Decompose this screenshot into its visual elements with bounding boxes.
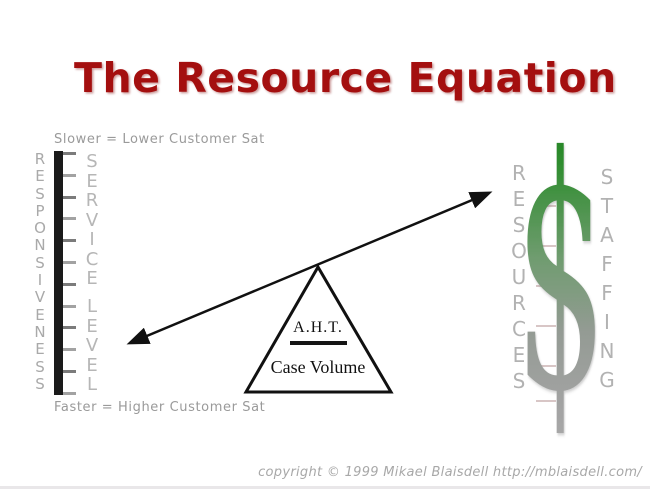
ruler-bar	[54, 151, 63, 395]
aht-label: A.H.T.	[293, 319, 343, 336]
copyright-text: copyright © 1999 Mikael Blaisdell http:/…	[258, 465, 642, 480]
bottom-edge-strip	[0, 486, 650, 489]
right-faint-ticks	[536, 205, 556, 402]
label-faster-higher-sat: Faster = Higher Customer Sat	[54, 400, 266, 415]
lever-arrow	[126, 191, 493, 345]
case-volume-label: Case Volume	[270, 357, 366, 377]
dollar-sign-icon: $	[515, 89, 607, 462]
fraction-bar	[290, 341, 347, 345]
label-slower-lower-sat: Slower = Lower Customer Sat	[54, 132, 265, 147]
ruler-ticks	[63, 151, 77, 395]
page-title: The Resource Equation	[74, 54, 617, 103]
